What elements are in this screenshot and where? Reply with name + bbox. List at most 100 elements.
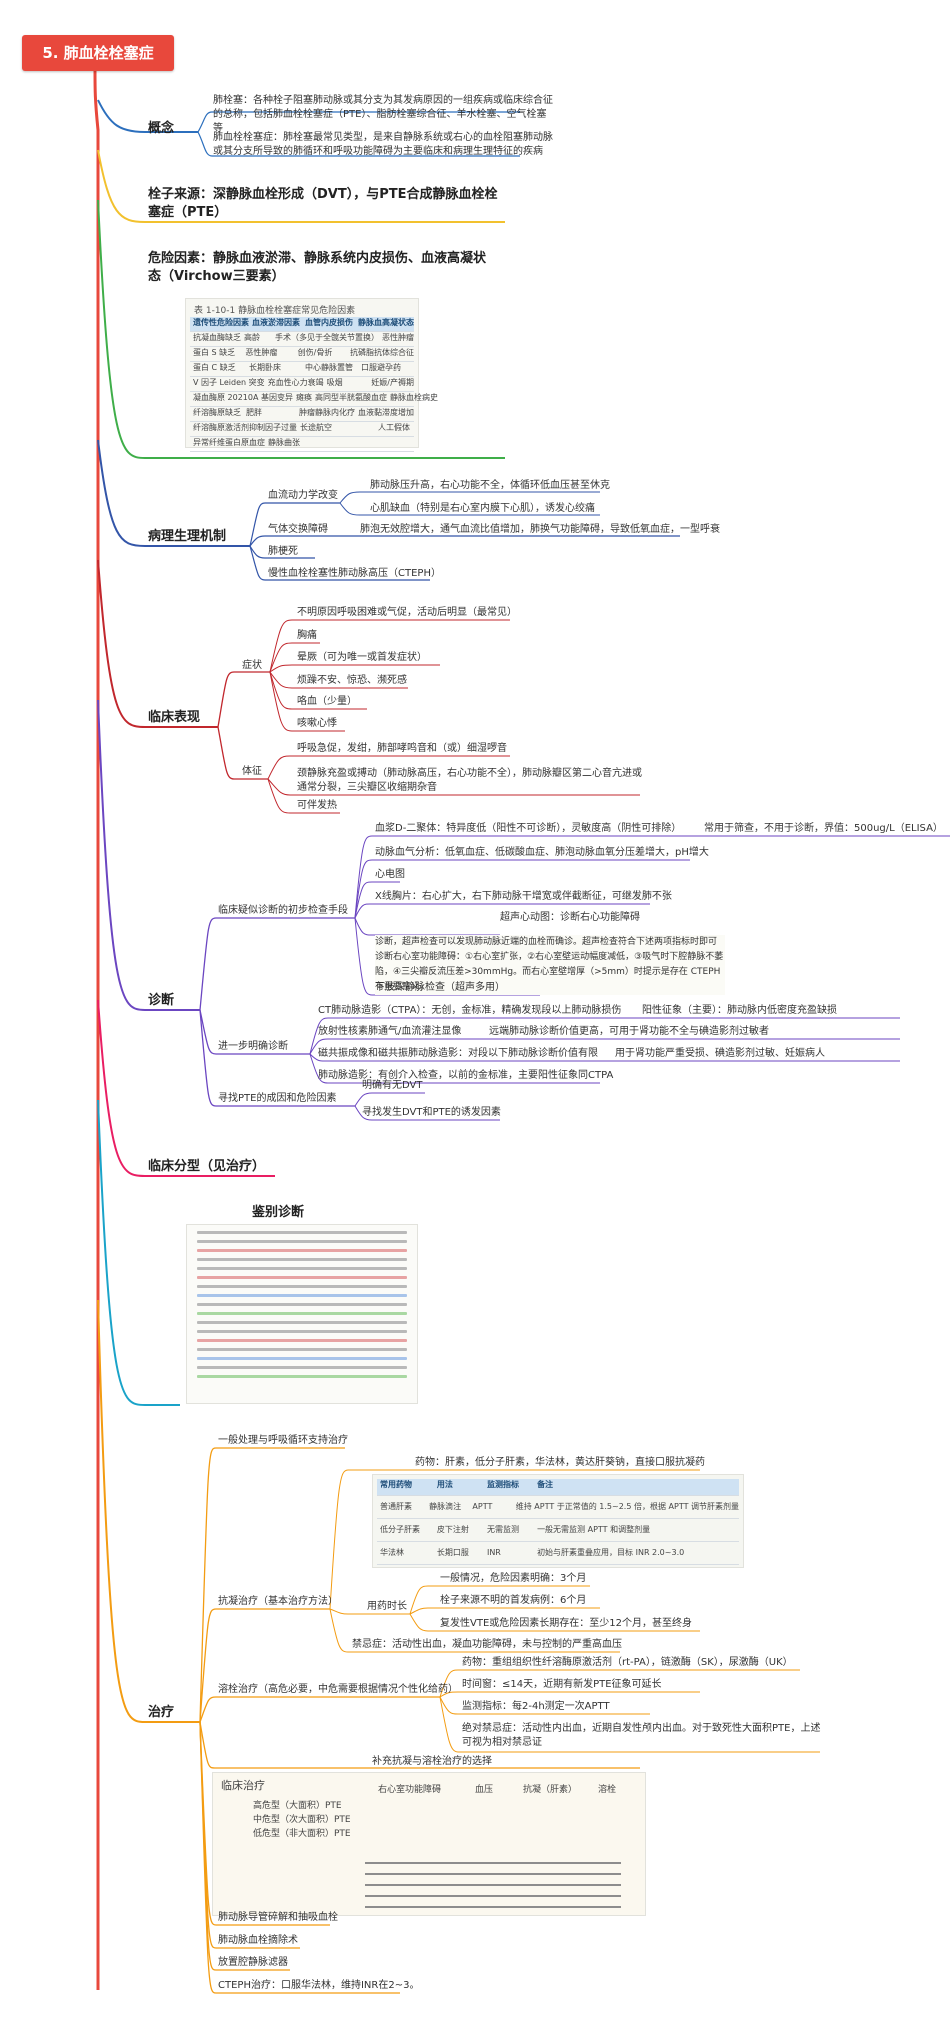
topic-risk-factors[interactable]: 危险因素：静脉血液淤滞、静脉系统内皮损伤、血液高凝状态（Virchow三要素）	[148, 251, 487, 284]
overview-pte[interactable]: 肺血栓栓塞症：肺栓塞最常见类型，是来自静脉系统或右心的血栓阻塞肺动脉或其分支所导…	[213, 132, 553, 157]
diagnosis-confirm[interactable]: 进一步明确诊断	[218, 1041, 288, 1052]
clinical-signs[interactable]: 体征	[242, 766, 262, 777]
differential-diagnosis-image	[186, 1224, 418, 1404]
duration-1[interactable]: 一般情况，危险因素明确：3个月	[440, 1573, 587, 1584]
symptom-3[interactable]: 晕厥（可为唯一或首发症状）	[297, 652, 427, 663]
topic-classification[interactable]: 临床分型（见治疗）	[148, 1159, 266, 1174]
drug-table-head-cell: 常用药物	[377, 1479, 434, 1495]
symptom-2[interactable]: 胸痛	[297, 630, 317, 641]
drug-table-cell: 低分子肝素	[380, 1525, 420, 1534]
diagnosis-abg[interactable]: 动脉血气分析：低氧血症、低碳酸血症、肺泡动脉血氧分压差增大，pH增大	[375, 847, 709, 858]
duration-2[interactable]: 栓子来源不明的首发病例：6个月	[440, 1595, 587, 1606]
diagnosis-ctpa[interactable]: CT肺动脉造影（CTPA）：无创，金标准，精确发现段以上肺动脉损伤	[318, 1005, 622, 1016]
clinical-symptoms[interactable]: 症状	[242, 660, 262, 671]
sign-3[interactable]: 可伴发热	[297, 800, 337, 811]
treatment-cteph[interactable]: CTEPH治疗：口服华法林，维持INR在2~3。	[218, 1980, 420, 1991]
diagnosis-ecg[interactable]: 心电图	[375, 869, 405, 880]
topic-differential-diagnosis[interactable]: 鉴别诊断	[252, 1205, 305, 1220]
drug-table-cell: 长期口服	[436, 1548, 469, 1557]
anticoag-contraindication[interactable]: 禁忌症：活动性出血，凝血功能障碍，未与控制的严重高血压	[352, 1639, 622, 1650]
anticoag-drugs[interactable]: 药物：肝素，低分子肝素，华法林，黄达肝葵钠，直接口服抗凝药	[415, 1457, 705, 1468]
patho-hemodynamics[interactable]: 血流动力学改变	[268, 490, 338, 501]
branch-risk-line	[97, 199, 505, 459]
diagnosis-angiography[interactable]: 肺动脉造影：有创介入检查，以前的金标准，主要阳性征象同CTPA	[318, 1070, 614, 1081]
root-topic[interactable]: 5. 肺血栓栓塞症	[22, 35, 174, 71]
topic-pathophysiology[interactable]: 病理生理机制	[148, 529, 227, 544]
topic-diagnosis[interactable]: 诊断	[148, 993, 175, 1008]
diagnosis-echo[interactable]: 超声心动图：诊断右心功能障碍	[500, 912, 640, 923]
notes-left-3: 低危型（非大面积）PTE	[253, 1829, 351, 1839]
risk-table-cell: 蛋白 S 缺乏	[193, 348, 236, 357]
drug-table-cell: 华法林	[380, 1548, 404, 1557]
branch-diagnosis-line	[97, 699, 200, 1011]
diagnosis-ddimer-note[interactable]: 常用于筛查，不用于诊断，界值：500ug/L（ELISA）	[704, 823, 943, 834]
patho-infarction[interactable]: 肺梗死	[268, 546, 298, 557]
topic-clinical-manifestation[interactable]: 临床表现	[148, 710, 201, 725]
lytic-contraindication[interactable]: 绝对禁忌症：活动性内出血，近期自发性颅内出血。对于致死性大面积PTE，上述可视为…	[462, 1723, 821, 1748]
symptom-1[interactable]: 不明原因呼吸困难或气促，活动后明显（最常见）	[297, 607, 517, 618]
risk-table-row: 凝血酶原 20210A 基因变异瘫痪高同型半胱氨酸血症静脉血栓病史	[190, 392, 438, 407]
lytic-drugs[interactable]: 药物：重组组织性纤溶酶原激活剂（rt-PA），链激酶（SK），尿激酶（UK）	[462, 1657, 793, 1668]
patho-gas-desc[interactable]: 肺泡无效腔增大，通气血流比值增加，肺换气功能障碍，导致低氧血症，一型呼衰	[360, 524, 720, 535]
risk-table-head-cell: 静脉血高凝状态	[355, 317, 414, 331]
symptom-5[interactable]: 咯血（少量）	[297, 696, 357, 707]
branch-differential-line	[97, 1099, 180, 1406]
topic-treatment[interactable]: 治疗	[148, 1705, 175, 1720]
risk-table-cell: 纤溶酶原激活剂抑制因子过量	[193, 423, 297, 432]
risk-table-cell	[315, 437, 365, 451]
notes-col-1: 右心室功能障碍	[378, 1785, 442, 1795]
sign-1[interactable]: 呼吸急促，发绀，肺部哮鸣音和（或）细湿啰音	[297, 743, 507, 754]
diagnosis-suspect[interactable]: 临床疑似诊断的初步检查手段	[218, 905, 348, 916]
sign-2[interactable]: 颈静脉充盈或搏动（肺动脉高压，右心功能不全），肺动脉瓣区第二心音亢进或通常分裂，…	[297, 768, 642, 793]
diagnosis-ddimer[interactable]: 血浆D-二聚体：特异度低（阳性不可诊断），灵敏度高（阴性可排除）	[375, 823, 682, 834]
treatment-thrombolysis[interactable]: 溶栓治疗（高危必要，中危需要根据情况个性化给药）	[218, 1684, 458, 1695]
patho-hemo-item-1[interactable]: 肺动脉压升高，右心功能不全，体循环低血压甚至休克	[370, 480, 610, 491]
risk-table-cell: 手术（多见于全髋关节置换）	[275, 333, 379, 342]
diagnosis-xray[interactable]: X线胸片：右心扩大，右下肺动脉干增宽或伴截断征，可继发肺不张	[375, 891, 672, 902]
treatment-anticoagulation[interactable]: 抗凝治疗（基本治疗方法）	[218, 1596, 338, 1607]
diagnosis-dvt-ultrasound[interactable]: 下肢深静脉检查（超声多用）	[375, 982, 505, 993]
diagnosis-vq-note[interactable]: 远端肺动脉诊断价值更高，可用于肾功能不全与碘造影剂过敏者	[489, 1026, 769, 1037]
diagnosis-mra-note[interactable]: 用于肾功能严重受损、碘造影剂过敏、妊娠病人	[615, 1048, 825, 1059]
diagnosis-mra[interactable]: 磁共振成像和磁共振肺动脉造影：对段以下肺动脉诊断价值有限	[318, 1048, 598, 1059]
risk-table-cell: 口服避孕药	[361, 363, 401, 372]
cause-dvt[interactable]: 明确有无DVT	[362, 1080, 423, 1091]
risk-table-cell: V 因子 Leiden 突变	[193, 378, 265, 387]
risk-table-cell: 肥胖	[246, 408, 262, 417]
patho-gas-exchange[interactable]: 气体交换障碍	[268, 524, 328, 535]
topic-overview[interactable]: 概念	[148, 121, 175, 136]
treatment-catheter[interactable]: 肺动脉导管碎解和抽吸血栓	[218, 1912, 338, 1923]
symptom-6[interactable]: 咳嗽心悸	[297, 718, 337, 729]
symptom-4[interactable]: 烦躁不安、惊恐、濒死感	[297, 675, 407, 686]
patho-hemo-item-2[interactable]: 心肌缺血（特别是右心室内膜下心肌），诱发心绞痛	[370, 503, 595, 514]
risk-table-cell: 恶性肿瘤	[245, 348, 278, 357]
risk-table-row: 蛋白 C 缺乏长期卧床中心静脉置管口服避孕药	[190, 362, 414, 377]
drug-table-cell: APTT	[472, 1502, 493, 1511]
branch-overview-line	[97, 99, 146, 133]
diagnosis-cause[interactable]: 寻找PTE的成因和危险因素	[218, 1093, 337, 1104]
topic-embolus-source[interactable]: 栓子来源：深静脉血栓形成（DVT），与PTE合成静脉血栓栓塞症（PTE）	[148, 187, 498, 220]
lytic-monitoring[interactable]: 监测指标：每2-4h测定一次APTT	[462, 1701, 610, 1712]
duration-3[interactable]: 复发性VTE或危险因素长期存在：至少12个月，甚至终身	[440, 1618, 692, 1629]
lytic-time-window[interactable]: 时间窗：≤14天，近期有新发PTE征象可延长	[462, 1679, 662, 1690]
risk-factor-table-image: 表 1-10-1 静脉血栓栓塞症常见危险因素 遗传性危险因素 血液淤滞因素 血管…	[185, 298, 438, 452]
treatment-general[interactable]: 一般处理与呼吸循环支持治疗	[218, 1435, 348, 1446]
anticoag-duration[interactable]: 用药时长	[367, 1601, 407, 1612]
diagnosis-vq[interactable]: 放射性核素肺通气/血流灌注显像	[318, 1026, 462, 1037]
risk-table-cell: 创伤/骨折	[297, 348, 333, 357]
treatment-embolectomy[interactable]: 肺动脉血栓摘除术	[218, 1935, 298, 1946]
patho-cteph[interactable]: 慢性血栓栓塞性肺动脉高压（CTEPH）	[268, 568, 441, 579]
treatment-vena-cava-filter[interactable]: 放置腔静脉滤器	[218, 1957, 288, 1968]
treatment-supplement[interactable]: 补充抗凝与溶栓治疗的选择	[372, 1756, 492, 1767]
overview-pulmonary-embolism[interactable]: 肺栓塞：各种栓子阻塞肺动脉或其分支为其发病原因的一组疾病或临床综合征的总称，包括…	[213, 95, 553, 134]
drug-table-row: 低分子肝素皮下注射无需监测一般无需监测 APTT 和调整剂量	[377, 1519, 739, 1542]
risk-table-head-cell: 遗传性危险因素	[190, 317, 249, 331]
diagnosis-ctpa-note[interactable]: 阳性征象（主要）：肺动脉内低密度充盈缺损	[642, 1005, 837, 1016]
risk-table-row: 抗凝血酶缺乏高龄手术（多见于全髋关节置换）恶性肿瘤	[190, 332, 414, 347]
risk-table-row: 纤溶酶原激活剂抑制因子过量长途航空人工假体	[190, 422, 414, 437]
risk-table-cell: 静脉血栓病史	[390, 393, 439, 402]
cause-triggers[interactable]: 寻找发生DVT和PTE的诱发因素	[362, 1107, 501, 1118]
